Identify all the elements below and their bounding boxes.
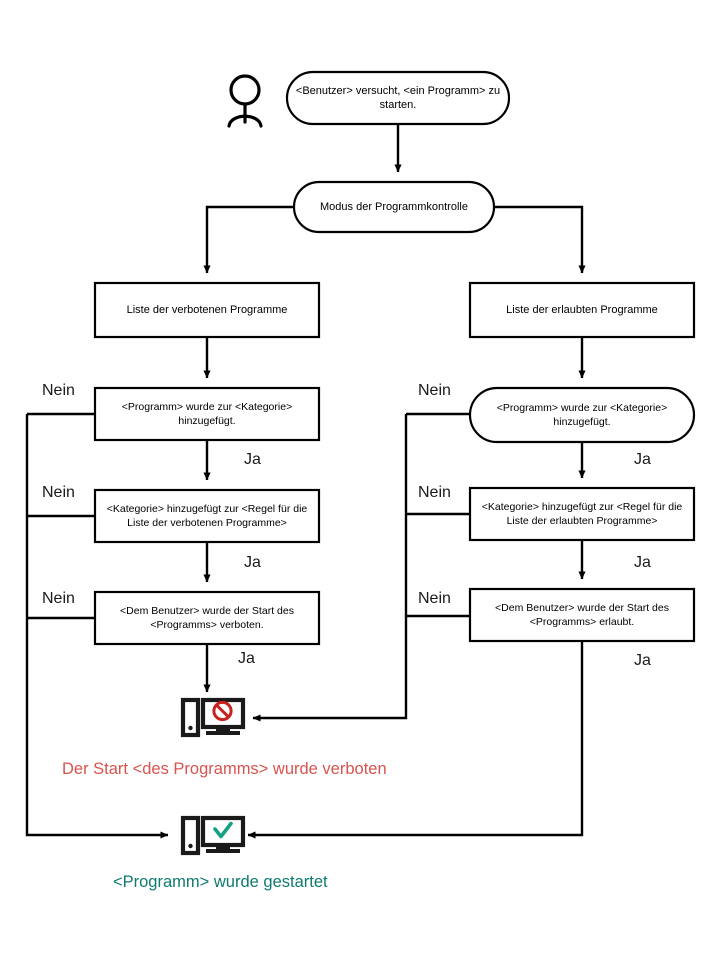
right-rule-node-shape (468, 486, 696, 542)
edge-label-left-no-1: Nein (42, 382, 75, 399)
computer-blocked-icon (180, 697, 246, 738)
computer-allowed-icon (180, 815, 246, 856)
edge-label-right-no-3: Nein (418, 590, 451, 607)
edge-label-left-yes-2: Ja (244, 554, 261, 571)
edge-label-left-no-3: Nein (42, 590, 75, 607)
edge-label-right-yes-3: Ja (634, 652, 651, 669)
allowed-outcome-caption: <Programm> wurde gestartet (113, 873, 328, 891)
edge-label-right-no-2: Nein (418, 484, 451, 501)
allowed-list-node-shape (468, 281, 696, 339)
left-category-node-shape (93, 386, 321, 442)
edge-label-left-yes-1: Ja (244, 451, 261, 468)
edge-label-left-yes-3: Ja (238, 650, 255, 667)
edge-label-right-yes-2: Ja (634, 554, 651, 571)
user-actor-icon (227, 74, 263, 128)
edge-label-right-yes-1: Ja (634, 451, 651, 468)
right-user-node-shape (468, 587, 696, 643)
left-rule-node-shape (93, 488, 321, 544)
edge-label-right-no-1: Nein (418, 382, 451, 399)
edge-right-user-yes-to-allowed (247, 641, 584, 839)
edge-mode-to-allowed-list (494, 205, 586, 274)
left-user-node-shape (93, 590, 321, 646)
edge-label-left-no-2: Nein (42, 484, 75, 501)
edge-right-no-rail (252, 414, 408, 722)
right-category-node-shape (468, 386, 696, 444)
edge-mode-to-denied-list (203, 205, 294, 274)
denied-outcome-caption: Der Start <des Programms> wurde verboten (62, 760, 387, 778)
mode-node-shape (292, 180, 496, 234)
start-node-shape (285, 70, 511, 126)
edge-left-no-rail (25, 414, 169, 839)
denied-list-node-shape (93, 281, 321, 339)
